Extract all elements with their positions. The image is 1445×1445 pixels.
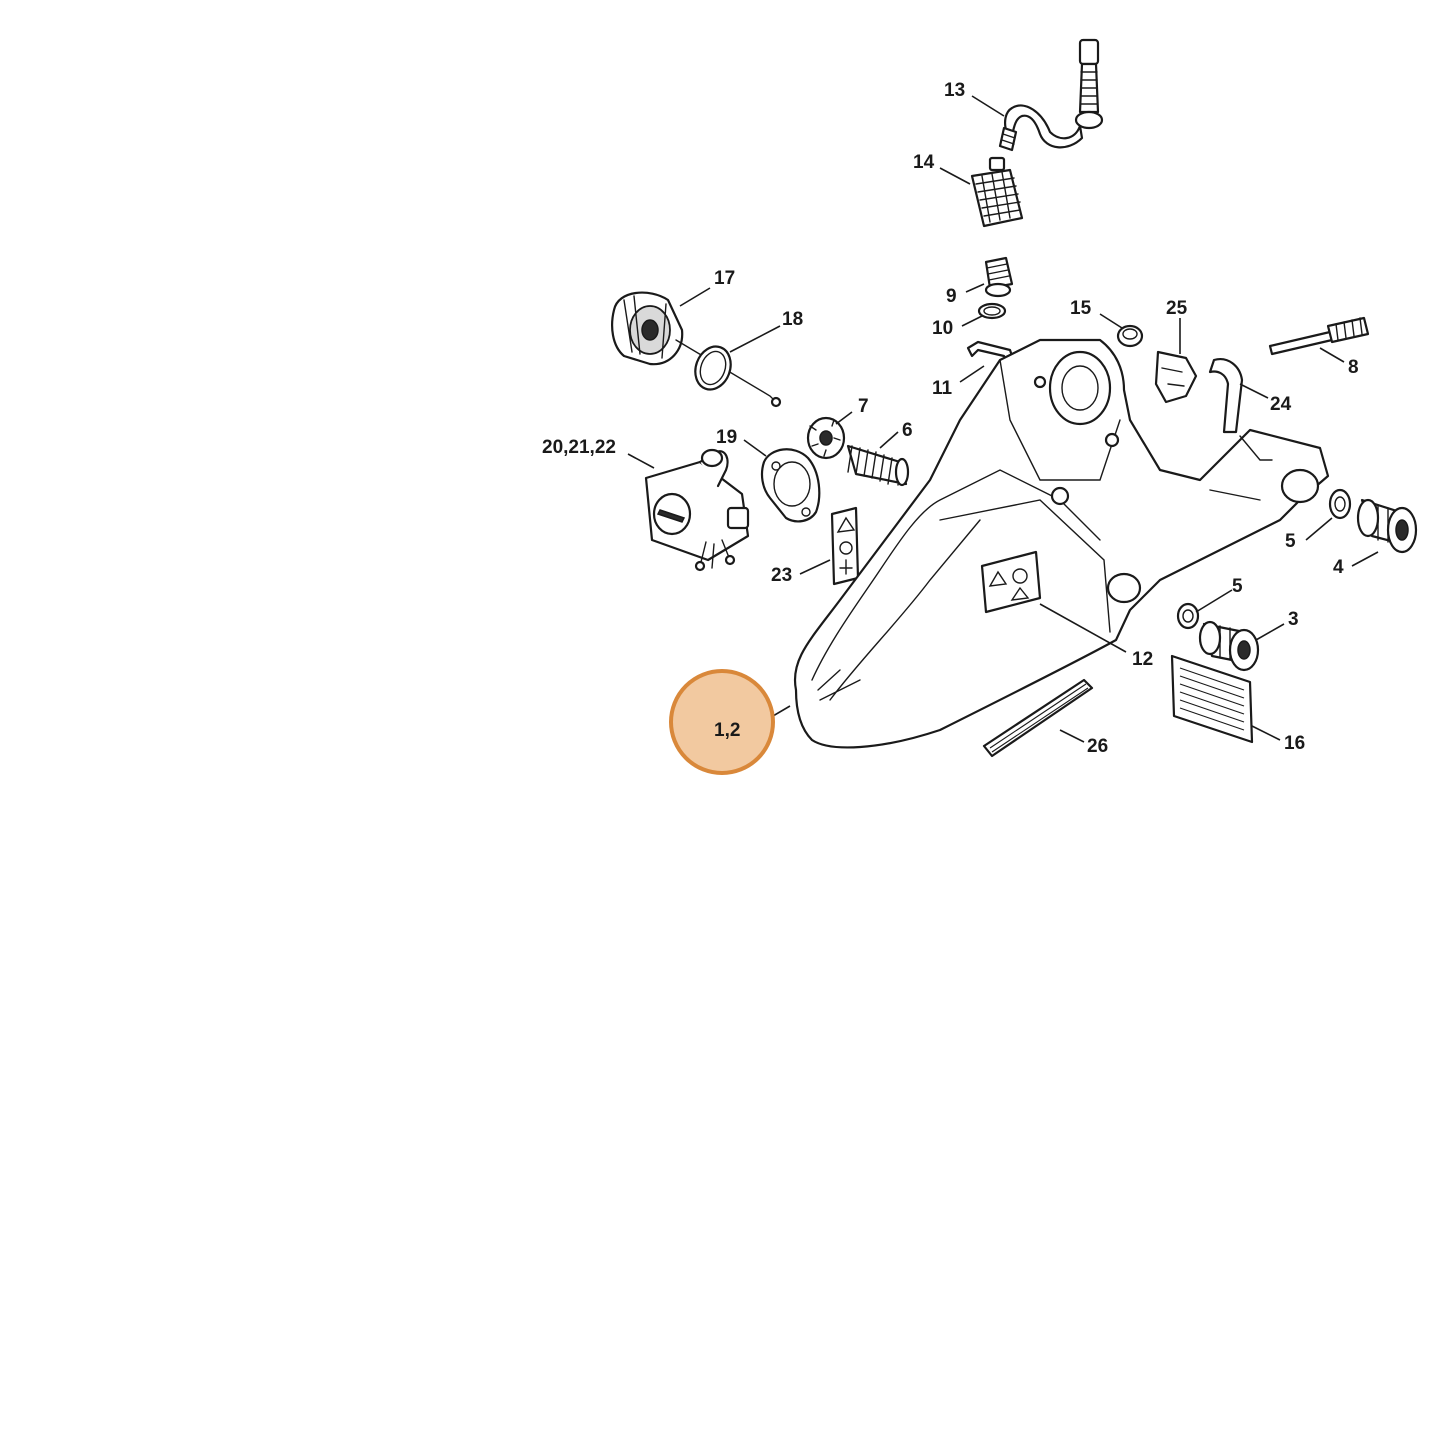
worm-gear-part[interactable] [806,416,846,460]
callout-label-8[interactable]: 8 [1348,357,1359,378]
callout-label-6[interactable]: 6 [902,420,913,441]
callout-label-24[interactable]: 24 [1270,394,1292,415]
callout-label-17[interactable]: 17 [714,268,735,289]
grip-plate-part[interactable] [1170,654,1254,744]
tank-vent-part[interactable] [984,256,1014,298]
callout-label-25[interactable]: 25 [1166,298,1188,319]
callout-label-3[interactable]: 3 [1288,609,1299,630]
housing-label-part[interactable] [980,550,1042,614]
callout-label-4[interactable]: 4 [1333,557,1344,578]
callout-label-19[interactable]: 19 [716,427,737,448]
oil-pump-part[interactable] [611,291,782,408]
vent-ring-part[interactable] [977,302,1007,320]
callout-label-7[interactable]: 7 [858,396,869,417]
callout-label-13[interactable]: 13 [944,80,965,101]
spring-part[interactable] [846,444,910,487]
callout-label-26[interactable]: 26 [1087,736,1108,757]
callout-label-10[interactable]: 10 [932,318,953,339]
callout-label-5-upper[interactable]: 5 [1285,531,1296,552]
callout-label-18[interactable]: 18 [782,309,803,330]
bracket-part[interactable] [1154,350,1198,404]
callout-label-23[interactable]: 23 [771,565,792,586]
callout-label-9[interactable]: 9 [946,286,957,307]
callout-label-1-2[interactable]: 1,2 [714,720,740,741]
warning-label-part[interactable] [830,506,860,586]
callout-label-14[interactable]: 14 [913,152,935,173]
callout-label-11[interactable]: 11 [932,378,953,399]
fuel-filter-part[interactable] [970,156,1024,228]
handle-housing-part[interactable] [793,338,1330,749]
plug-part[interactable] [1116,324,1144,348]
fuel-hose-part[interactable] [998,38,1104,152]
hose-part[interactable] [1208,358,1244,434]
callout-label-12[interactable]: 12 [1132,649,1153,670]
callout-label-16[interactable]: 16 [1284,733,1305,754]
bushing-upper-part[interactable] [1328,488,1352,520]
carburetor-gasket-part[interactable] [760,448,821,523]
bushing-lower-part[interactable] [1176,602,1200,630]
o-ring-part[interactable] [690,342,737,395]
screw-part[interactable] [1268,316,1370,356]
grip-strip-part[interactable] [982,678,1094,758]
carburetor-part[interactable] [644,448,750,572]
highlight-circle[interactable] [669,669,775,775]
callout-label-20-21-22[interactable]: 20,21,22 [542,437,616,458]
annular-buffer-upper-part[interactable] [1356,498,1418,554]
callout-label-15[interactable]: 15 [1070,298,1092,319]
callout-label-5-lower[interactable]: 5 [1232,576,1243,597]
annular-buffer-lower-part[interactable] [1198,620,1260,672]
leader-lines [627,95,1379,743]
